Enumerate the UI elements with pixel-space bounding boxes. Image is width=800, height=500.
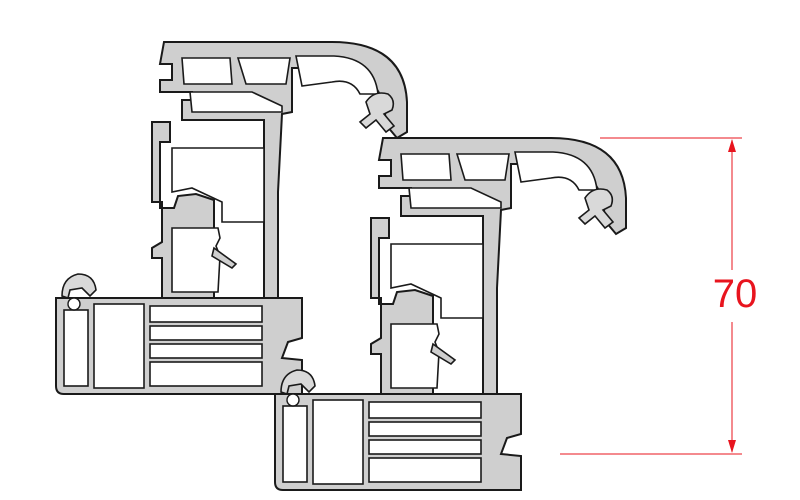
dimension-arrow-top <box>728 139 736 152</box>
profile-section-right <box>274 137 627 491</box>
dimension-arrow-bottom <box>728 440 736 453</box>
dimension-line <box>560 137 742 455</box>
dimension-value-label: 70 <box>712 272 758 316</box>
profile-section-left <box>55 41 408 395</box>
